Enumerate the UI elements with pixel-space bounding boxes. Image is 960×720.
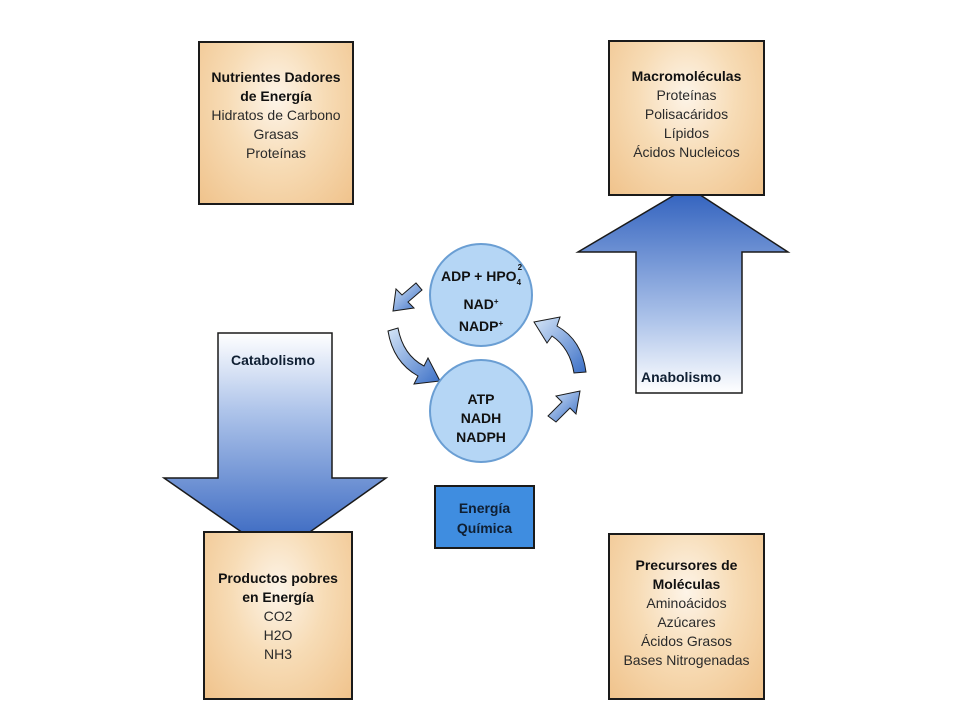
atp-text: ATP bbox=[467, 391, 495, 407]
macromolecules-item: Lípidos bbox=[663, 125, 710, 141]
nutrients-item: Proteínas bbox=[246, 145, 306, 161]
precursors-item: Ácidos Grasos bbox=[640, 633, 733, 649]
nutrients-title: Nutrientes Dadores de Energía bbox=[200, 68, 352, 106]
nutrients-item: Hidratos de Carbono bbox=[211, 107, 341, 123]
nad-line: NAD+ bbox=[431, 292, 531, 314]
nadp-text: NADP bbox=[458, 317, 499, 334]
cycle-arrow-top-left bbox=[392, 282, 423, 312]
cycle-arrow-left-down bbox=[387, 327, 441, 385]
adp-line: ADP + HPO4 2 bbox=[431, 263, 531, 292]
nad-text: NAD bbox=[463, 295, 494, 312]
precursors-title: Precursores de Moléculas bbox=[610, 556, 763, 594]
products-item: NH3 bbox=[263, 646, 292, 662]
nutrients-title-line2: de Energía bbox=[240, 88, 312, 104]
nadp-superscript: + bbox=[498, 318, 504, 328]
products-title: Productos pobres en Energía bbox=[205, 569, 351, 607]
nutrients-item: Grasas bbox=[253, 126, 299, 142]
cycle-arrow-bottom-right bbox=[547, 390, 581, 423]
catabolism-label: Catabolismo bbox=[231, 352, 316, 368]
precursors-item: Azúcares bbox=[657, 614, 716, 630]
energy-nutrients-box: Nutrientes Dadores de Energía Hidratos d… bbox=[198, 41, 354, 205]
nadph-text: NADPH bbox=[456, 429, 506, 445]
nad-superscript: + bbox=[493, 296, 499, 306]
anabolism-label: Anabolismo bbox=[641, 369, 722, 385]
macromolecules-item: Polisacáridos bbox=[644, 106, 729, 122]
precursors-title-line2: Moléculas bbox=[652, 576, 721, 592]
macromolecules-box: Macromoléculas Proteínas Polisacáridos L… bbox=[608, 40, 765, 196]
molecule-precursors-box: Precursores de Moléculas Aminoácidos Azú… bbox=[608, 533, 765, 700]
hpo-subscript: 4 bbox=[516, 277, 522, 287]
atp-circle: ATP NADH NADPH bbox=[429, 359, 533, 463]
adp-hpo-text: ADP + HPO bbox=[440, 268, 517, 284]
macromolecules-title: Macromoléculas bbox=[631, 68, 742, 84]
products-item: H2O bbox=[263, 627, 293, 643]
energy-line1: Energía bbox=[458, 500, 511, 516]
precursors-title-line1: Precursores de bbox=[635, 557, 738, 573]
nadp-line: NADP+ bbox=[431, 314, 531, 336]
macromolecules-item: Proteínas bbox=[656, 87, 717, 103]
nutrients-title-line1: Nutrientes Dadores bbox=[211, 69, 341, 85]
hpo-superscript: 2 bbox=[517, 263, 523, 272]
low-energy-products-box: Productos pobres en Energía CO2 H2O NH3 bbox=[203, 531, 353, 700]
anabolism-arrow bbox=[575, 186, 791, 394]
chemical-energy-box: Energía Química bbox=[434, 485, 535, 549]
catabolism-arrow bbox=[161, 332, 389, 557]
macromolecules-item: Ácidos Nucleicos bbox=[633, 144, 740, 160]
energy-line2: Química bbox=[456, 520, 513, 536]
nadh-text: NADH bbox=[460, 410, 502, 426]
precursors-item: Aminoácidos bbox=[646, 595, 727, 611]
products-item: CO2 bbox=[263, 608, 293, 624]
products-title-line2: en Energía bbox=[242, 589, 314, 605]
cycle-arrow-right-up bbox=[533, 316, 587, 374]
products-title-line1: Productos pobres bbox=[218, 570, 338, 586]
precursors-item: Bases Nitrogenadas bbox=[623, 652, 750, 668]
